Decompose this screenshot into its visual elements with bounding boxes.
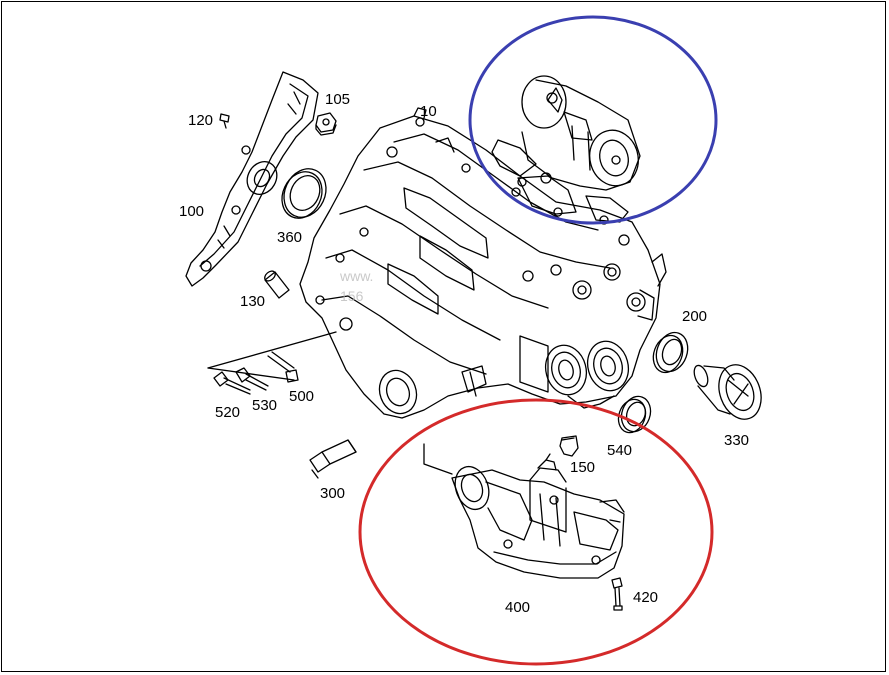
part-105-nut — [315, 112, 337, 136]
bolt-group — [207, 331, 337, 395]
part-330-plug — [693, 364, 762, 420]
watermark-line-1: www. — [340, 268, 374, 284]
label-part-540: 540 — [607, 442, 633, 459]
label-part-330: 330 — [724, 432, 750, 449]
label-part-520: 520 — [215, 404, 241, 421]
part-130-bushing — [264, 270, 290, 299]
label-part-500: 500 — [289, 388, 315, 405]
part-200-seal — [652, 331, 689, 374]
watermark-line-2: 156 — [340, 288, 364, 304]
label-part-100: 100 — [179, 203, 205, 220]
part-100-lever — [185, 71, 319, 287]
label-part-10: 10 — [420, 103, 437, 120]
label-part-150: 150 — [570, 459, 596, 476]
label-part-360: 360 — [277, 229, 303, 246]
part-10-housing — [299, 107, 667, 419]
highlight-circle-red — [358, 398, 714, 666]
part-540-seal — [617, 395, 652, 434]
label-part-530: 530 — [252, 397, 278, 414]
label-part-120: 120 — [188, 112, 214, 129]
highlight-circle-blue — [468, 15, 718, 225]
label-part-200: 200 — [682, 308, 708, 325]
label-part-130: 130 — [240, 293, 266, 310]
label-part-400: 400 — [505, 599, 531, 616]
part-400-unit — [423, 443, 625, 579]
part-150-plug — [559, 435, 579, 457]
part-420-bolt — [611, 577, 623, 611]
label-part-300: 300 — [320, 485, 346, 502]
part-300-sensor — [309, 439, 357, 479]
part-120-screw — [219, 113, 230, 129]
label-part-420: 420 — [633, 589, 659, 606]
actuator-motor — [491, 75, 641, 223]
label-part-105: 105 — [325, 91, 351, 108]
part-360-seal — [281, 168, 327, 219]
